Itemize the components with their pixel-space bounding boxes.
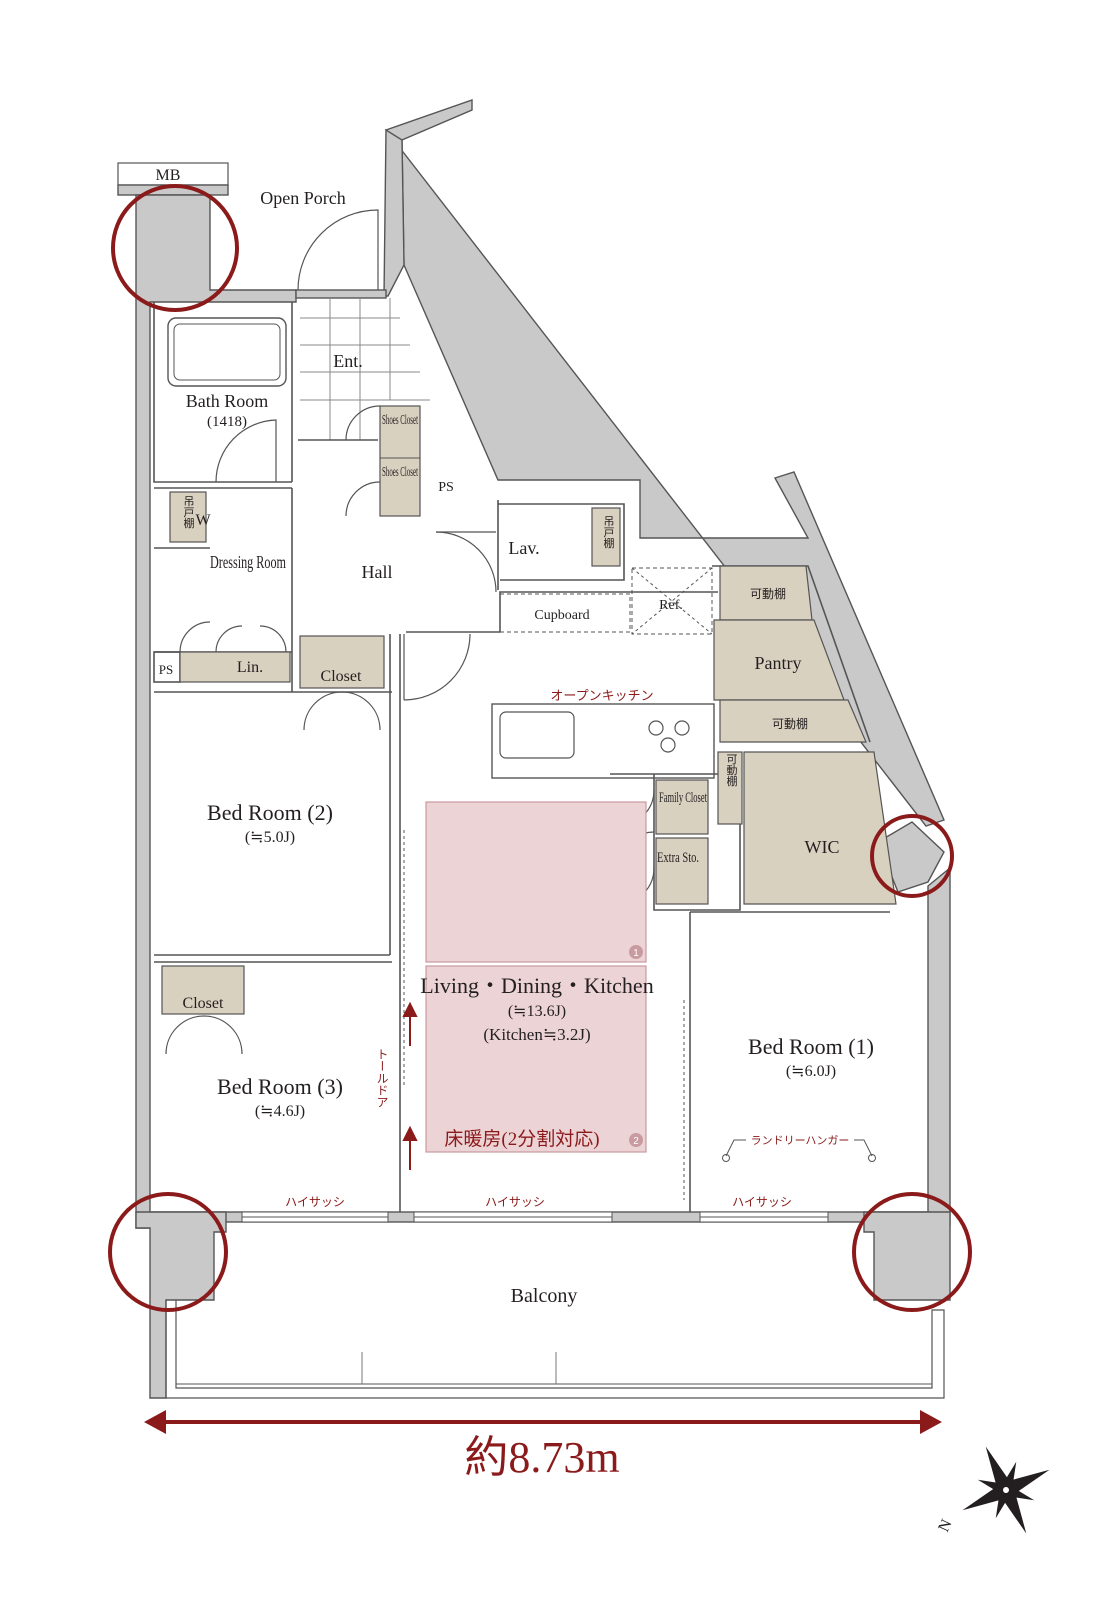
family-closet-label: Family Closet: [659, 790, 707, 806]
width-dimension: 約8.73m: [144, 1410, 942, 1482]
windows: [241, 1211, 829, 1223]
w-label: W: [195, 512, 211, 529]
ent-label: Ent.: [333, 351, 363, 371]
north-label: N: [935, 1517, 955, 1535]
ps-left-label: PS: [159, 662, 173, 677]
cupboard-label: Cupboard: [534, 608, 589, 623]
corner-markers: [108, 184, 972, 1312]
floor-heating-zones: 1 2: [425, 801, 647, 1153]
storage-areas: [161, 405, 897, 1015]
closet-hall-label: Closet: [321, 668, 362, 685]
floor-heating-label: 床暖房(2分割対応): [444, 1128, 599, 1150]
wic-label: WIC: [805, 837, 840, 857]
open-kitchen-label: オープンキッチン: [550, 688, 653, 703]
zone-2-number: 2: [633, 1136, 639, 1147]
laundry-hanger: [722, 1139, 876, 1162]
balcony-area: [165, 1300, 945, 1399]
ps-top-label: PS: [438, 480, 454, 495]
bed-room-3-label: Bed Room (3): [217, 1074, 343, 1099]
dressing-room-label: Dressing Room: [210, 552, 286, 572]
bed-room-2-size: (≒5.0J): [245, 829, 295, 846]
tall-door-label: トールドア: [375, 1048, 389, 1108]
pantry-label: Pantry: [755, 653, 802, 673]
hanging-shelf-label-2: 吊戸棚: [602, 515, 615, 549]
shoes-closet-label-2: Shoes Closet: [382, 465, 418, 480]
closet-bed3-label: Closet: [183, 995, 224, 1012]
movable-shelf-label-2: 可動棚: [772, 716, 808, 731]
balcony-label: Balcony: [511, 1285, 578, 1307]
room-labels: MB Open Porch Ent. Bath Room (1418) Shoe…: [156, 167, 874, 1307]
corner-marker-bottom-left: [108, 1192, 228, 1312]
ldk-label: Living・Dining・Kitchen: [420, 973, 653, 998]
zone-1-number: 1: [633, 948, 639, 959]
corner-marker-bottom-right: [852, 1192, 972, 1312]
tall-door-arrows: [402, 1001, 418, 1170]
compass-icon: [962, 1446, 1050, 1534]
movable-shelf-label-3: 可動棚: [725, 754, 738, 788]
bath-room-size: (1418): [207, 414, 247, 430]
corner-marker-top-left: [111, 184, 239, 312]
ref-label: Ref.: [659, 598, 683, 613]
hall-label: Hall: [362, 562, 393, 582]
doors: [165, 209, 655, 1055]
bath-room-label: Bath Room: [186, 391, 269, 411]
lav-label: Lav.: [508, 538, 539, 558]
hanging-shelf-label-1: 吊戸棚: [182, 495, 195, 529]
high-sash-label-3: ハイサッシ: [732, 1195, 792, 1209]
width-dimension-label: 約8.73m: [464, 1433, 619, 1482]
bed-room-2-label: Bed Room (2): [207, 800, 333, 825]
extra-sto-label: Extra Sto.: [657, 850, 699, 866]
high-sash-label-2: ハイサッシ: [485, 1195, 545, 1209]
laundry-hanger-label: ランドリーハンガー: [751, 1134, 850, 1147]
kitchen-size: (Kitchen≒3.2J): [483, 1025, 590, 1044]
bed-room-3-size: (≒4.6J): [255, 1103, 305, 1120]
mb-label: MB: [156, 167, 181, 184]
bed-room-1-size: (≒6.0J): [786, 1063, 836, 1080]
movable-shelf-label-1: 可動棚: [750, 586, 786, 601]
open-porch-label: Open Porch: [260, 188, 345, 208]
floor-heating-zone-2: [425, 965, 647, 1153]
lin-label: Lin.: [237, 659, 263, 676]
bed-room-1-label: Bed Room (1): [748, 1034, 874, 1059]
shoes-closet-label-1: Shoes Closet: [382, 413, 418, 428]
ldk-size: (≒13.6J): [508, 1003, 566, 1020]
high-sash-label-1: ハイサッシ: [285, 1195, 345, 1209]
corner-marker-wic: [870, 814, 954, 898]
interior-walls: [153, 298, 890, 1212]
floor-heating-zone-1: [425, 801, 647, 963]
